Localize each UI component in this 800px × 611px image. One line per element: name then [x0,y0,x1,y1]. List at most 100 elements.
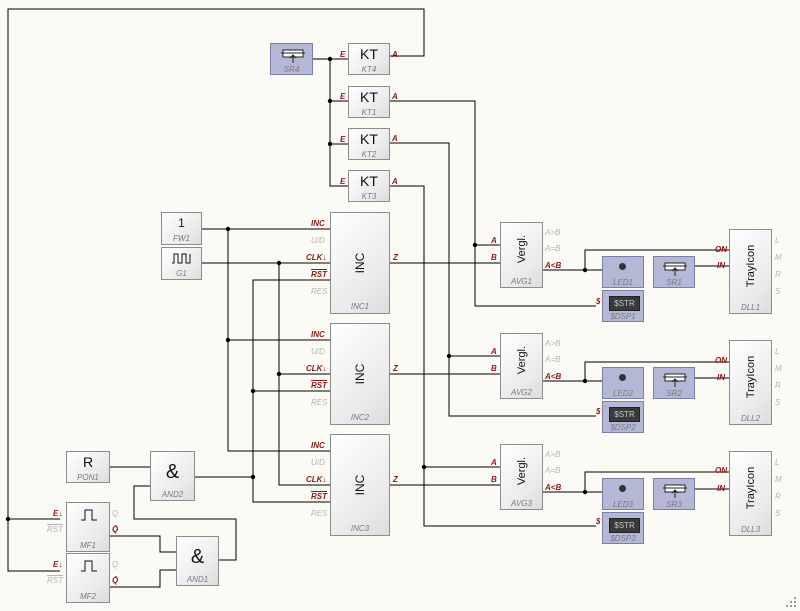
wire [227,229,330,452]
block-id: KT4 [361,65,377,74]
timer-block-kt2[interactable]: KT KT2 [348,128,390,160]
pin-inc: INC [311,441,325,450]
pin-qbar: Q̄ [112,576,119,585]
pin-label: E [340,135,346,144]
pin-str: $ [596,297,601,306]
display-block-sdsp2[interactable]: $STR $DSP2 [602,401,644,433]
pin-agtb: A>B [545,228,561,237]
pin-res: RES [311,509,328,518]
junction [582,489,588,495]
led-block-led3[interactable]: LED3 [602,478,644,510]
pin-label: A [392,50,398,59]
block-symbol: INC [353,252,367,274]
pin-rst: RST [311,381,327,390]
comparator-block-avg3[interactable]: Vergl. AVG3 [500,444,543,510]
pin-label: E [340,177,346,186]
block-id: $DSP2 [610,423,636,432]
wire [584,471,729,492]
and-gate-and1[interactable]: & AND1 [176,536,219,586]
pin-in: IN [717,261,725,270]
block-id: LED3 [612,500,633,509]
timer-block-kt4[interactable]: KT KT4 [348,43,390,75]
pulse-icon [81,560,97,572]
wire [7,8,425,572]
wire [278,263,330,486]
constant-block-fw1[interactable]: 1 FW1 [161,212,202,245]
led-block-led2[interactable]: LED2 [602,367,644,399]
pin-b: B [491,475,497,484]
block-symbol: KT [360,131,378,147]
pin-agtb: A>B [545,450,561,459]
pin-label: E [340,50,346,59]
pin-s: S [775,509,781,518]
block-symbol: R [82,454,94,470]
slider-block-sr3[interactable]: SR3 [653,478,695,510]
pin-aeqb: A=B [545,244,561,253]
comparator-block-avg2[interactable]: Vergl. AVG2 [500,333,543,399]
pin-label: A [392,177,398,186]
pin-clk: CLK↓ [306,253,327,262]
power-on-block-pon1[interactable]: R PON1 [66,451,110,483]
slider-icon [281,49,305,63]
wire [329,59,348,187]
block-symbol: KT [360,46,378,62]
pin-on: ON [715,466,727,475]
generator-block-g1[interactable]: G1 [161,247,202,280]
block-id: KT3 [361,192,377,201]
pin-b: B [491,253,497,262]
block-id: INC1 [350,302,370,311]
string-display: $STR [609,407,640,422]
slider-block-sr2[interactable]: SR2 [653,367,695,399]
timer-block-kt3[interactable]: KT KT3 [348,170,390,202]
timer-block-kt1[interactable]: KT KT1 [348,86,390,118]
pin-a: A [491,236,497,245]
pin-inc: INC [311,219,325,228]
display-block-sdsp1[interactable]: $STR $DSP1 [602,290,644,322]
block-symbol: TrayIcon [744,244,757,287]
led-icon [619,374,626,381]
trayicon-block-dll3[interactable]: TrayIcon DLL3 [729,451,772,536]
junction [446,353,452,359]
slider-block-sr4[interactable]: SR4 [270,43,313,75]
junction [582,267,588,273]
pin-m: M [775,253,782,262]
block-symbol: 1 [178,216,185,230]
pin-ud: U/D [311,458,325,467]
and-gate-and2[interactable]: & AND2 [150,451,195,501]
block-id: INC2 [350,413,370,422]
counter-block-inc3[interactable]: INC INC3 [330,434,390,536]
junction [225,226,231,232]
trayicon-block-dll1[interactable]: TrayIcon DLL1 [729,229,772,314]
pin-agtb: A>B [545,339,561,348]
pin-m: M [775,364,782,373]
trayicon-block-dll2[interactable]: TrayIcon DLL2 [729,340,772,425]
wire [390,100,596,307]
monoflop-block-mf1[interactable]: MF1 [66,502,110,552]
wire [110,569,176,588]
monoflop-block-mf2[interactable]: MF2 [66,553,110,603]
pin-r: R [775,270,781,279]
pin-a: A [491,347,497,356]
block-id: SR2 [666,389,682,398]
pin-aeqb: A=B [545,355,561,364]
block-id: KT1 [361,108,377,117]
block-symbol: Vergl. [515,345,528,375]
led-block-led1[interactable]: LED1 [602,256,644,288]
block-id: PON1 [77,473,99,482]
slider-icon [663,262,687,276]
comparator-block-avg1[interactable]: Vergl. AVG1 [500,222,543,288]
pin-r: R [775,492,781,501]
pin-label: E [340,92,346,101]
counter-block-inc2[interactable]: INC INC2 [330,323,390,425]
pin-res: RES [311,287,328,296]
pin-l: L [775,347,780,356]
block-id: DLL1 [740,303,761,312]
block-id: AND1 [186,575,209,584]
pin-ud: U/D [311,347,325,356]
block-id: DLL3 [740,525,761,534]
counter-block-inc1[interactable]: INC INC1 [330,212,390,314]
slider-block-sr1[interactable]: SR1 [653,256,695,288]
wire [390,142,596,417]
pin-str: $ [596,517,601,526]
display-block-sdsp3[interactable]: $STR $DSP3 [602,512,644,544]
